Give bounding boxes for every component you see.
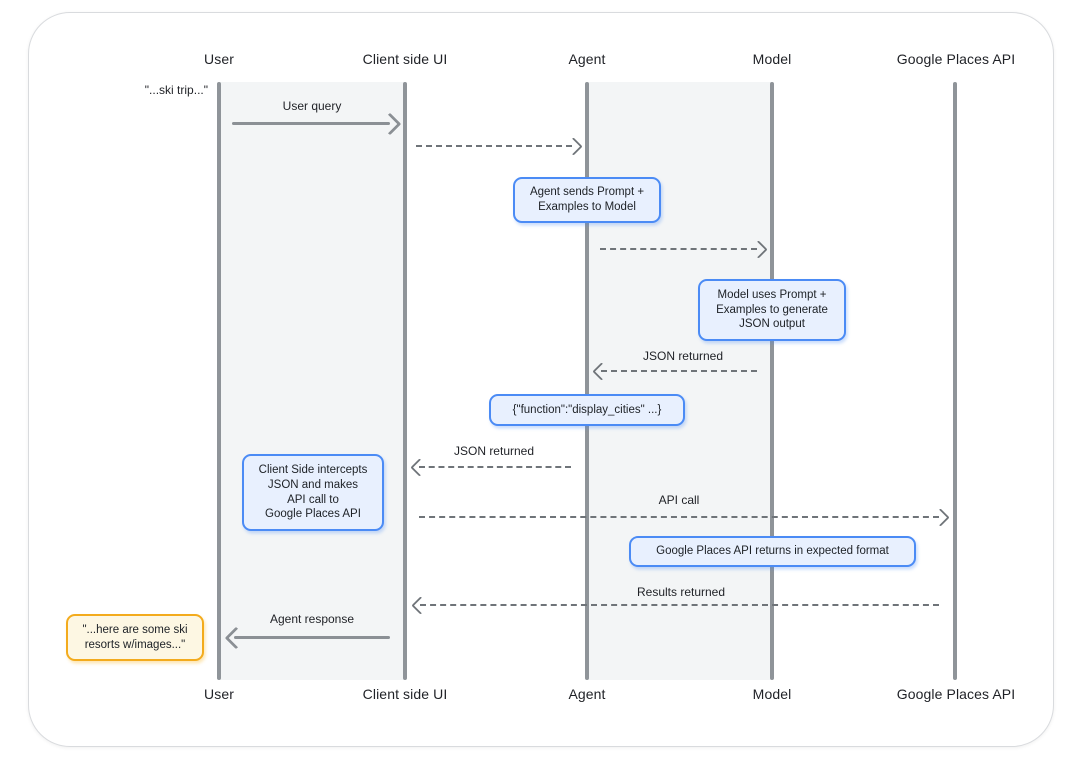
- actor-label-client-side-ui-top: Client side UI: [362, 51, 448, 67]
- lane-band-user-clientui: [219, 82, 405, 680]
- actor-label-user-top: User: [204, 51, 234, 67]
- arrow-shaft: [234, 636, 390, 639]
- note-gpa-returns-expected-format: Google Places API returns in expected fo…: [629, 536, 916, 567]
- user-query-utterance: "...ski trip...": [144, 83, 208, 97]
- agent-response-utterance-note: "...here are some ski resorts w/images..…: [66, 614, 204, 661]
- actor-label-client-side-ui-bottom: Client side UI: [362, 686, 448, 702]
- actor-label-google-places-api-top: Google Places API: [896, 51, 1016, 67]
- arrow-shaft: [232, 122, 390, 125]
- arrow-clientui-to-gpa-api-call: [415, 508, 950, 527]
- message-label-user-query: User query: [282, 99, 342, 113]
- actor-label-model-bottom: Model: [752, 686, 792, 702]
- message-label-json-returned-agent: JSON returned: [453, 444, 535, 458]
- arrow-user-query: [228, 112, 402, 136]
- note-client-side-intercepts: Client Side intercepts JSON and makes AP…: [242, 454, 384, 531]
- arrow-shaft: [420, 604, 939, 606]
- arrow-agent-response: [224, 626, 396, 650]
- actor-label-agent-top: Agent: [568, 51, 606, 67]
- arrow-clientui-to-agent: [412, 137, 583, 156]
- actor-label-agent-bottom: Agent: [568, 686, 606, 702]
- arrow-agent-to-clientui-json: [410, 458, 577, 477]
- note-model-uses-prompt: Model uses Prompt + Examples to generate…: [698, 279, 846, 341]
- message-label-results-returned: Results returned: [636, 585, 726, 599]
- message-label-json-returned-model: JSON returned: [642, 349, 724, 363]
- note-agent-sends-prompt: Agent sends Prompt + Examples to Model: [513, 177, 661, 223]
- actor-label-user-bottom: User: [204, 686, 234, 702]
- actor-label-model-top: Model: [752, 51, 792, 67]
- lifeline-model: [770, 82, 774, 680]
- lifeline-user: [217, 82, 221, 680]
- note-function-display-cities: {"function":"display_cities" ...}: [489, 394, 685, 426]
- arrow-gpa-to-clientui-results: [411, 596, 945, 615]
- actor-label-google-places-api-bottom: Google Places API: [896, 686, 1016, 702]
- arrow-shaft: [419, 516, 939, 518]
- lifeline-client-side-ui: [403, 82, 407, 680]
- arrow-shaft: [601, 370, 757, 372]
- message-label-agent-response: Agent response: [269, 612, 355, 626]
- lifeline-agent: [585, 82, 589, 680]
- arrow-shaft: [600, 248, 757, 250]
- arrow-model-to-agent-json: [592, 362, 763, 381]
- arrow-shaft: [416, 145, 572, 147]
- lifeline-google-places-api: [953, 82, 957, 680]
- message-label-api-call: API call: [658, 493, 700, 507]
- arrow-shaft: [419, 466, 571, 468]
- arrow-agent-to-model: [596, 240, 768, 259]
